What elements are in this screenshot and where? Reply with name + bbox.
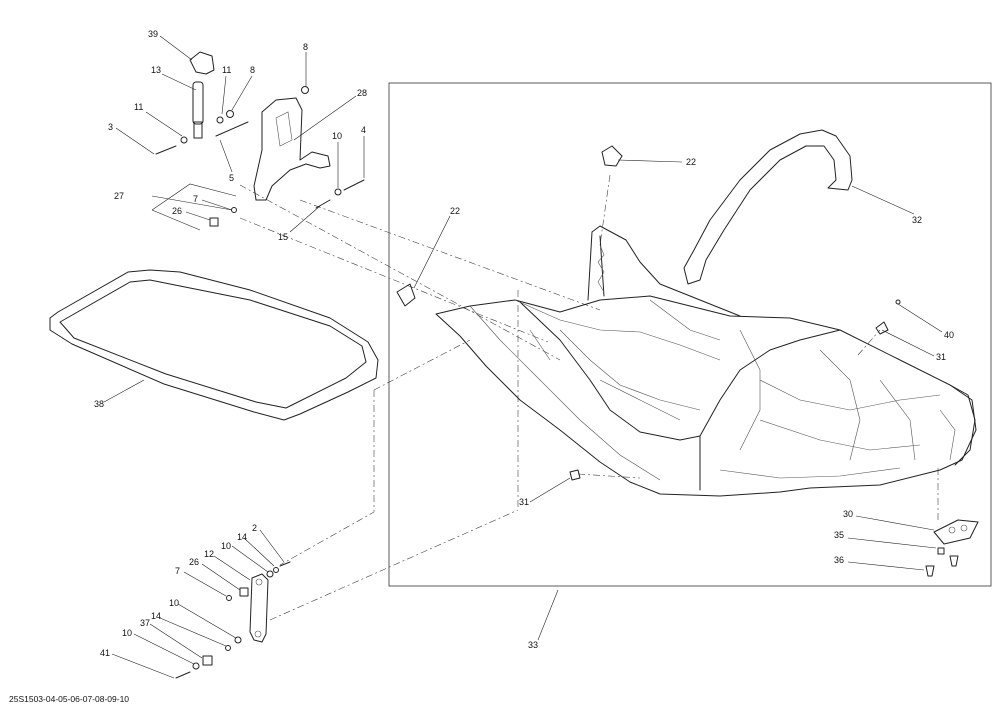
callout-28: 28 <box>357 88 367 98</box>
spacer-part-37 <box>202 655 213 666</box>
callout-10: 10 <box>221 541 231 551</box>
link-arm-part-12 <box>249 573 269 643</box>
screw-part-35 <box>937 547 945 555</box>
callout-2: 2 <box>252 523 257 533</box>
callout-11: 11 <box>134 102 143 112</box>
callout-33: 33 <box>528 640 538 650</box>
callout-32: 32 <box>912 215 922 225</box>
nut-part-7-upper <box>231 207 237 213</box>
nut-part-26-lower <box>239 587 249 597</box>
callout-26: 26 <box>172 206 182 216</box>
bolt-part-41 <box>175 671 191 679</box>
end-fitting-part-39 <box>189 51 215 75</box>
assembly-lines <box>239 174 939 621</box>
pin-part-15 <box>315 199 331 209</box>
callout-37: 37 <box>140 618 150 628</box>
callout-39: 39 <box>148 29 158 39</box>
leader-lines <box>103 35 943 679</box>
latch-plate-part-30 <box>933 519 979 545</box>
callout-31: 31 <box>519 497 529 507</box>
fastener-part-31-right <box>875 321 889 335</box>
clip-part-36b <box>949 555 959 567</box>
callout-10: 10 <box>169 598 179 608</box>
reference-code: 25S1503-04-05-06-07-08-09-10 <box>9 694 129 704</box>
callout-27: 27 <box>114 191 124 201</box>
strap-part-32 <box>683 129 853 285</box>
callout-41: 41 <box>100 648 110 658</box>
clip-part-22-left <box>396 283 416 307</box>
washer-part-14-lower <box>225 645 231 651</box>
washer-part-10-upper <box>334 188 342 196</box>
callout-8: 8 <box>250 65 255 75</box>
callout-22: 22 <box>686 157 696 167</box>
fastener-part-31-left <box>569 469 581 481</box>
bolt-part-5 <box>215 121 249 137</box>
callout-11: 11 <box>222 65 231 75</box>
washer-part-11-upper <box>216 116 224 124</box>
seat-part-33 <box>435 225 977 497</box>
callout-31: 31 <box>936 352 946 362</box>
callout-38: 38 <box>94 399 104 409</box>
nut-part-8-upper <box>301 86 309 94</box>
callout-40: 40 <box>944 330 954 340</box>
gas-spring-part-13 <box>192 81 204 139</box>
callout-22: 22 <box>450 206 460 216</box>
callout-35: 35 <box>834 530 844 540</box>
callout-36: 36 <box>834 555 844 565</box>
washer-part-11-lower <box>180 136 188 144</box>
callout-4: 4 <box>361 125 366 135</box>
callout-10: 10 <box>332 131 342 141</box>
bolt-part-4 <box>343 179 365 191</box>
clip-part-22-right <box>601 145 623 167</box>
nut-part-26-upper <box>209 217 219 227</box>
hinge-bracket-part-28 <box>253 97 331 201</box>
callout-3: 3 <box>108 122 113 132</box>
callout-8: 8 <box>303 42 308 52</box>
washer-part-10-mid <box>266 570 274 578</box>
callout-26: 26 <box>189 557 199 567</box>
latch-hole <box>948 526 956 534</box>
washer-part-10-bottom <box>192 662 200 670</box>
callout-13: 13 <box>151 65 161 75</box>
washer-part-14-upper <box>273 567 279 573</box>
gasket-part-38 <box>49 269 379 421</box>
nut-part-8-lower <box>226 110 234 118</box>
latch-hole <box>960 524 968 532</box>
callout-14: 14 <box>237 532 247 542</box>
callout-5: 5 <box>229 173 234 183</box>
clip-part-36 <box>925 565 935 577</box>
bolt-part-2 <box>279 561 291 567</box>
callout-30: 30 <box>843 509 853 519</box>
callout-10: 10 <box>122 628 132 638</box>
fastener-part-40 <box>895 299 901 305</box>
washer-part-10-low <box>234 636 242 644</box>
callout-7: 7 <box>193 194 198 204</box>
bolt-part-3 <box>155 145 177 155</box>
callout-15: 15 <box>278 232 288 242</box>
nut-part-7-lower <box>226 595 232 601</box>
callout-7: 7 <box>175 566 180 576</box>
callout-14: 14 <box>151 611 161 621</box>
callout-labels: 39 13 11 8 8 11 28 3 10 4 5 27 7 26 15 2… <box>94 29 954 658</box>
seat-assembly-frame <box>388 82 992 587</box>
callout-12: 12 <box>204 549 214 559</box>
